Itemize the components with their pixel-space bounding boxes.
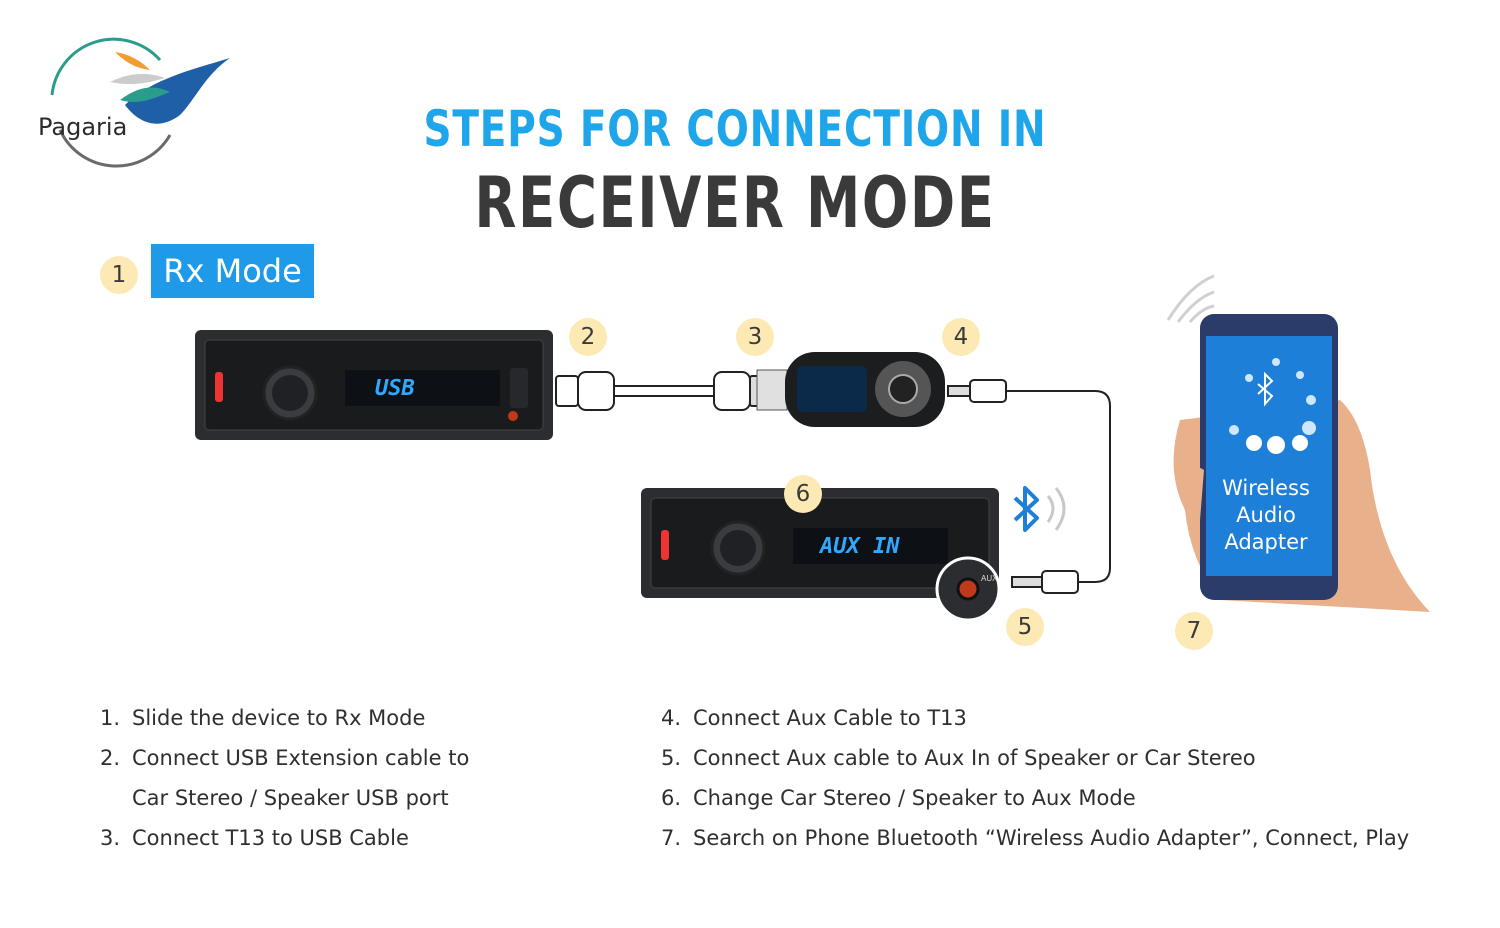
phone-screen-text: Wireless Audio Adapter <box>1206 475 1326 556</box>
step-item: 2.Connect USB Extension cable to <box>100 746 470 770</box>
phone-screen-line1: Wireless <box>1222 476 1310 500</box>
aux-port-label: AUX <box>981 574 998 583</box>
bluetooth-icon <box>1013 486 1066 532</box>
t13-adapter <box>756 352 945 427</box>
step-badge-4: 4 <box>942 318 980 356</box>
bottom-stereo-display: AUX IN <box>818 534 900 559</box>
step-item: 7.Search on Phone Bluetooth “Wireless Au… <box>661 826 1410 850</box>
step-badge-5: 5 <box>1006 608 1044 646</box>
step-item: 6.Change Car Stereo / Speaker to Aux Mod… <box>661 786 1136 810</box>
car-stereo-bottom: AUX IN AUX <box>641 488 1001 622</box>
page-title-line2: RECEIVER MODE <box>474 162 996 244</box>
brand-name: Pagaria <box>38 113 128 141</box>
phone-screen-line3: Adapter <box>1224 530 1308 554</box>
step-badge-7: 7 <box>1175 612 1213 650</box>
step-item: 4.Connect Aux Cable to T13 <box>661 706 967 730</box>
phone-in-hand <box>1166 274 1430 612</box>
top-stereo-display: USB <box>375 376 415 401</box>
step-badge-1: 1 <box>100 256 138 294</box>
step-badge-2: 2 <box>569 318 607 356</box>
aux-cable <box>947 379 1111 594</box>
phone-screen-line2: Audio <box>1236 503 1296 527</box>
step-item: 3.Connect T13 to USB Cable <box>100 826 409 850</box>
step-item: 5.Connect Aux cable to Aux In of Speaker… <box>661 746 1256 770</box>
rx-mode-label: Rx Mode <box>151 244 314 298</box>
car-stereo-top: USB <box>195 330 553 440</box>
page-title-line1: STEPS FOR CONNECTION IN <box>423 100 1047 158</box>
usb-extension-cable <box>555 371 787 411</box>
pagaria-logo <box>50 37 230 168</box>
step-badge-6: 6 <box>784 475 822 513</box>
step-badge-3: 3 <box>736 318 774 356</box>
step-item: Car Stereo / Speaker USB port <box>132 786 449 810</box>
step-item: 1.Slide the device to Rx Mode <box>100 706 426 730</box>
